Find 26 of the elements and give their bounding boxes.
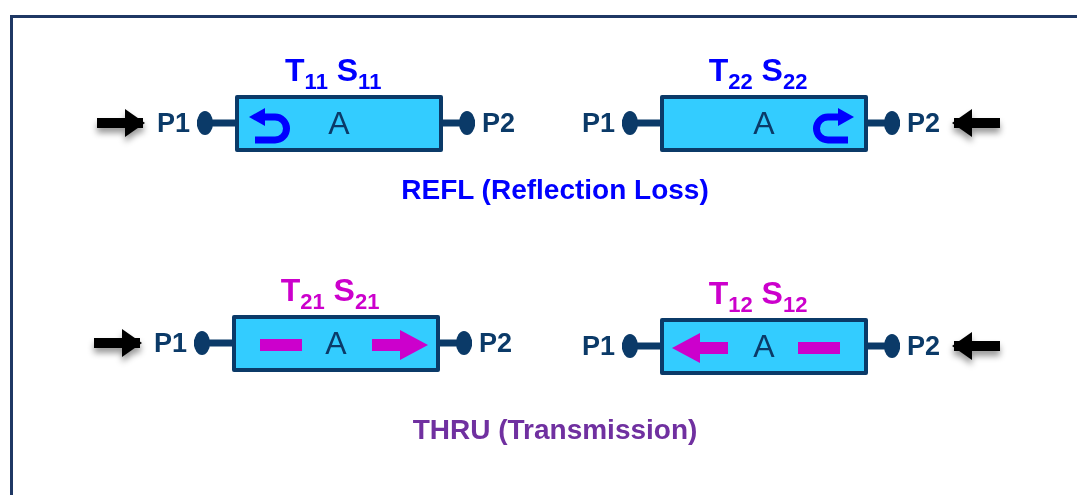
- port-label: P1: [147, 107, 197, 139]
- port-label: P2: [900, 107, 950, 139]
- port-terminal: [197, 111, 235, 135]
- component-label: A: [753, 106, 775, 139]
- port-label: P1: [144, 327, 194, 359]
- port-label: P2: [472, 327, 522, 359]
- port-terminal: [440, 331, 472, 355]
- component-label: A: [328, 106, 350, 139]
- caption: REFL (Reflection Loss): [401, 174, 709, 206]
- input-arrow: [94, 329, 142, 357]
- component-label: A: [753, 329, 775, 362]
- input-arrow: [952, 109, 1000, 137]
- port-label: P2: [900, 330, 950, 362]
- input-arrow: [952, 332, 1000, 360]
- port-terminal: [622, 111, 660, 135]
- port-label: P2: [475, 107, 525, 139]
- port-terminal: [868, 334, 900, 358]
- caption: THRU (Transmission): [412, 414, 698, 446]
- port-label: P1: [572, 107, 622, 139]
- input-arrow: [97, 109, 145, 137]
- port-label: P1: [572, 330, 622, 362]
- port-terminal: [868, 111, 900, 135]
- component-label: A: [325, 326, 347, 359]
- port-terminal: [443, 111, 475, 135]
- port-terminal: [194, 331, 232, 355]
- port-terminal: [622, 334, 660, 358]
